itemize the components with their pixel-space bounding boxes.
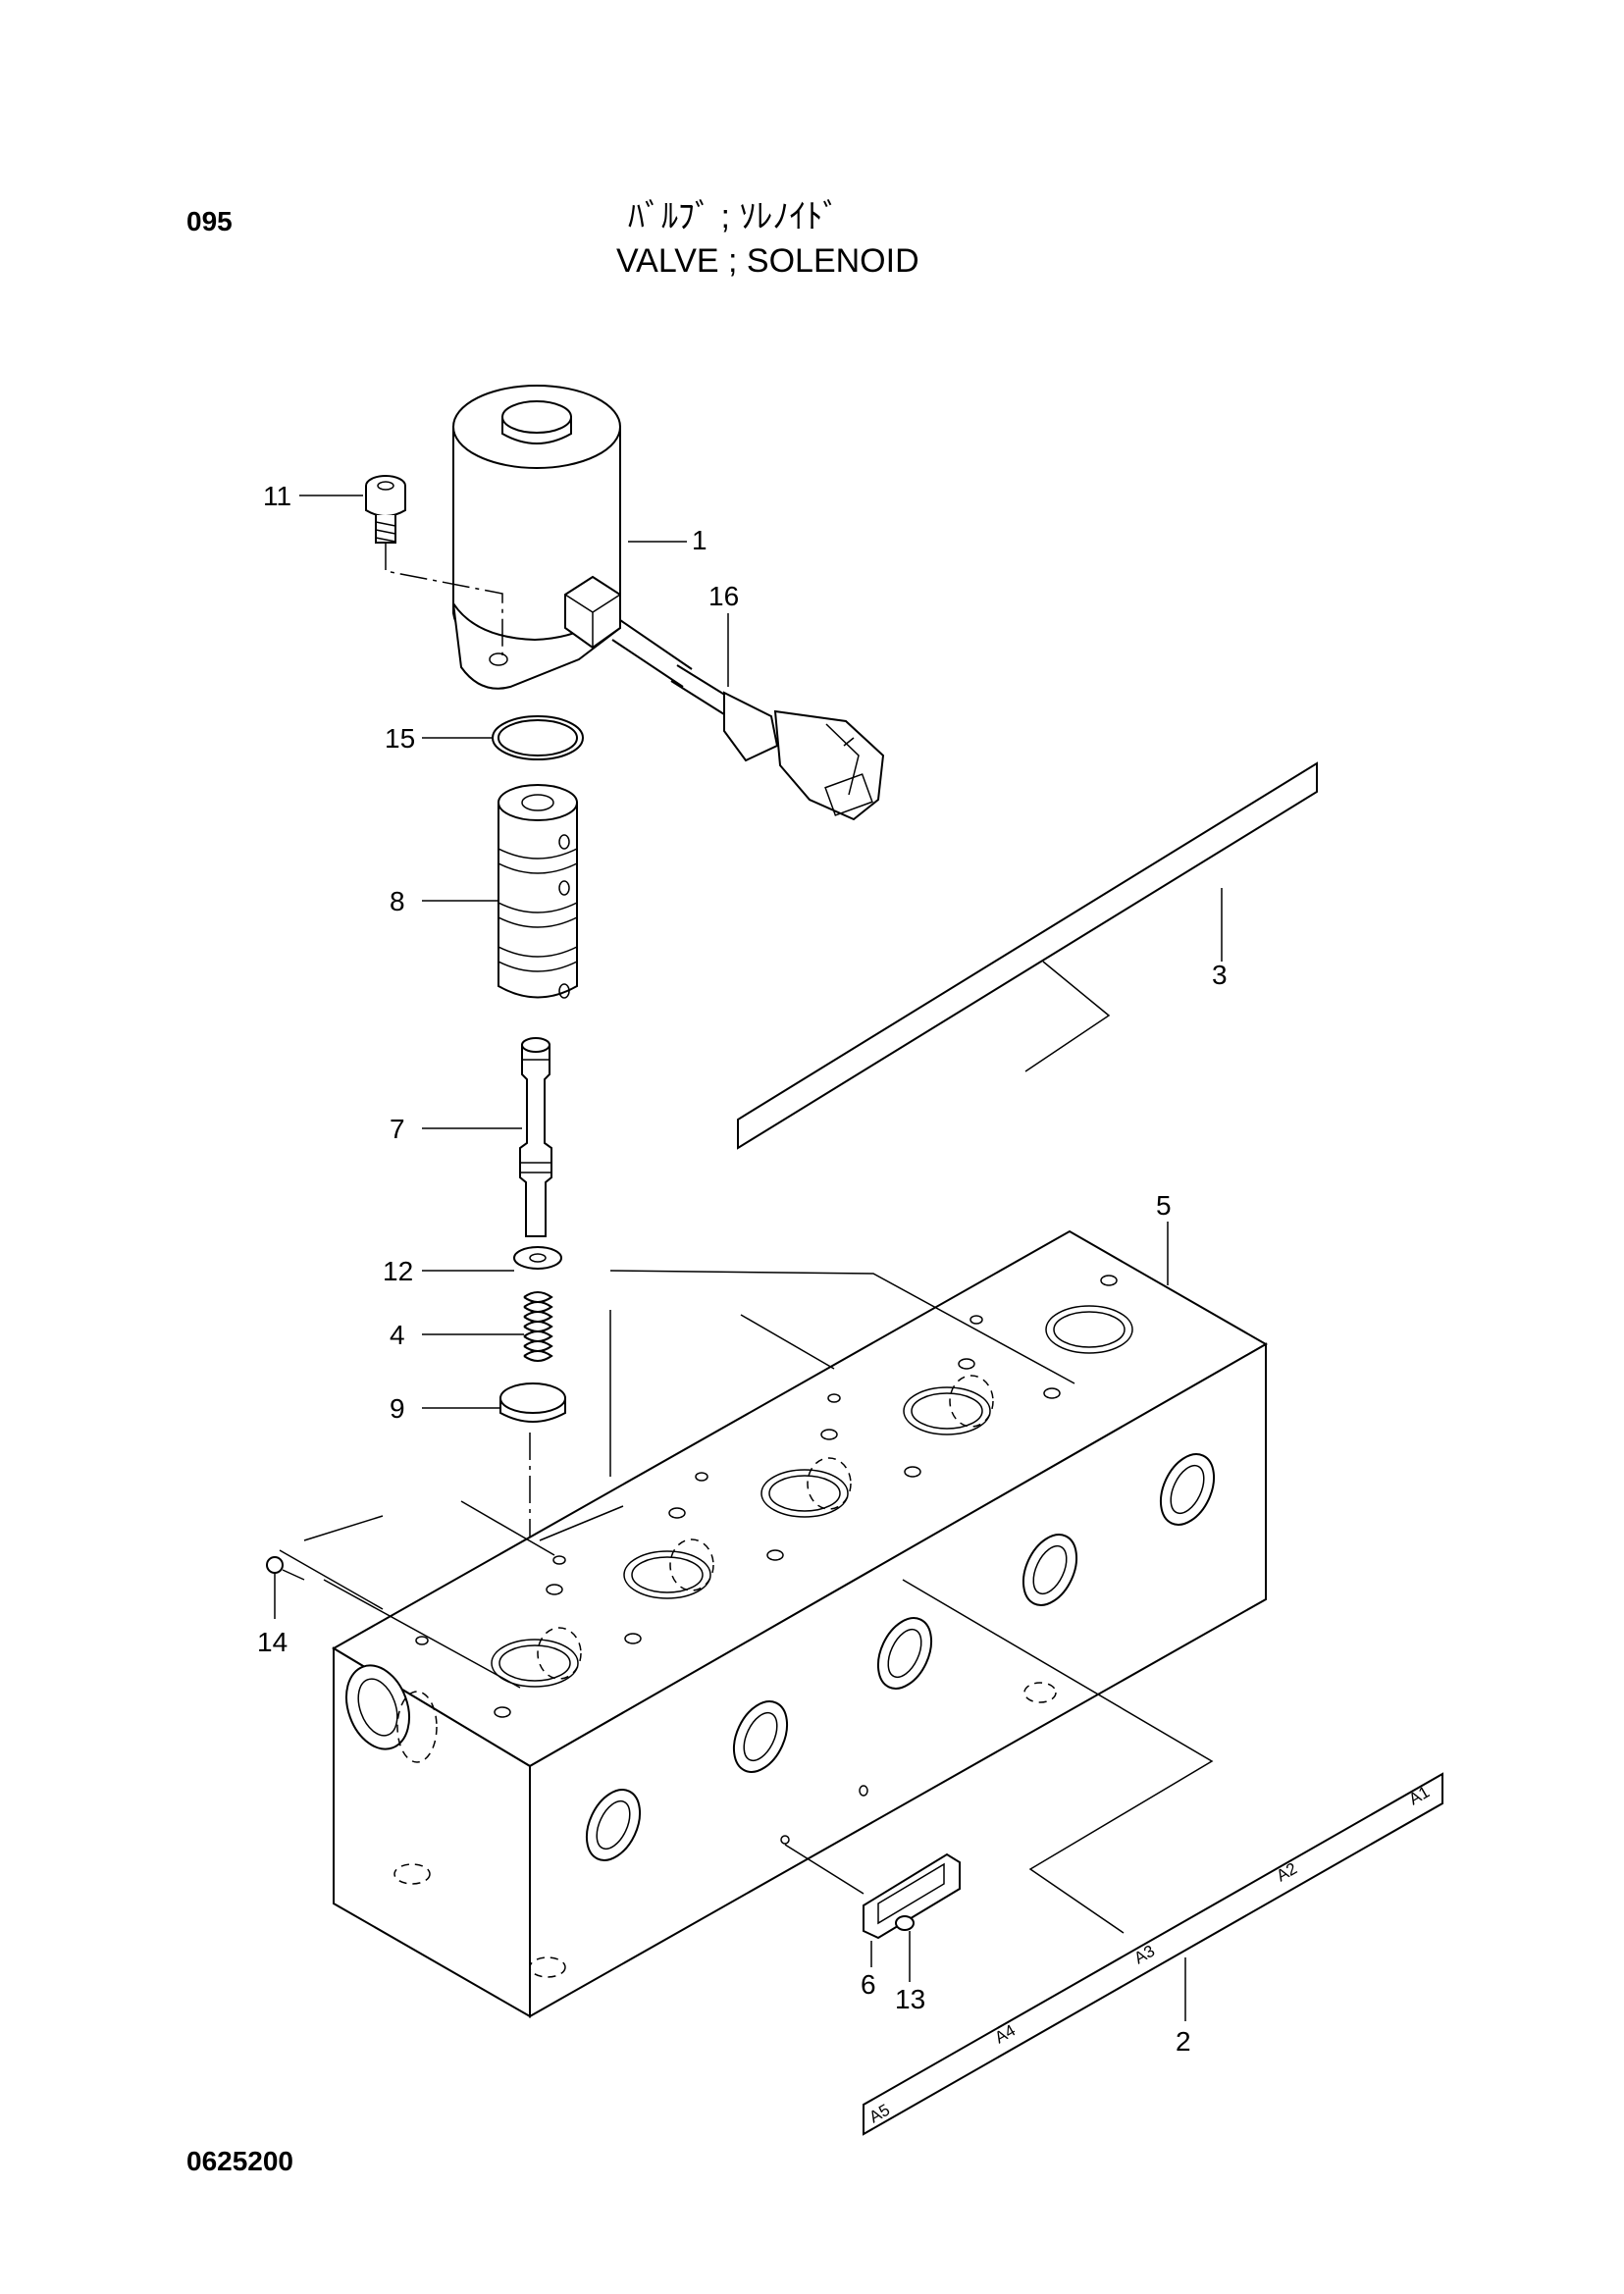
- leader-lines: [274, 495, 1223, 2021]
- drawing-number: 0625200: [186, 2146, 294, 2176]
- page-number: 095: [186, 206, 233, 236]
- title-english: VALVE ; SOLENOID: [616, 242, 919, 280]
- callout-2: 2: [1176, 2026, 1191, 2057]
- callout-13: 13: [895, 1984, 925, 2014]
- callout-1: 1: [692, 525, 707, 555]
- plate-part: [737, 761, 1318, 1150]
- callout-14: 14: [257, 1627, 288, 1657]
- spring-part: [523, 1291, 553, 1362]
- port-label-strip: A1 A2 A3 A4 A5: [863, 1772, 1443, 2136]
- spool-part: [519, 1037, 552, 1237]
- callout-11: 11: [263, 481, 291, 511]
- callout-9: 9: [390, 1393, 405, 1424]
- callout-6: 6: [861, 1969, 876, 2000]
- end-port: [345, 1664, 566, 1978]
- callout-8: 8: [390, 886, 405, 916]
- sleeve-part: [498, 784, 578, 999]
- front-ports: [585, 1453, 1216, 1861]
- callout-4: 4: [390, 1320, 405, 1350]
- ball-part: [266, 1556, 284, 1574]
- o-ring-part: [492, 715, 584, 760]
- plug-part: [499, 1382, 566, 1423]
- valve-body-part: [279, 1229, 1269, 2018]
- callout-5: 5: [1156, 1190, 1172, 1221]
- top-small-holes: [415, 1275, 1118, 1718]
- callout-3: 3: [1212, 960, 1228, 990]
- callout-numbers: 1 2 3 4 5 6 7 8 9 11 12 13 14 15 16: [257, 481, 1228, 2057]
- solenoid-coil-part: [452, 385, 885, 821]
- washer-part: [513, 1246, 562, 1270]
- top-ports: [491, 1305, 1133, 1688]
- title-japanese: ﾊﾞﾙﾌﾞ ; ｿﾚﾉｲﾄﾞ: [628, 198, 840, 235]
- callout-7: 7: [390, 1114, 405, 1144]
- callout-16: 16: [708, 581, 739, 611]
- name-plate-part: [784, 1844, 961, 1940]
- callout-12: 12: [383, 1256, 413, 1286]
- callout-15: 15: [385, 723, 415, 754]
- bolt-part: [365, 475, 503, 655]
